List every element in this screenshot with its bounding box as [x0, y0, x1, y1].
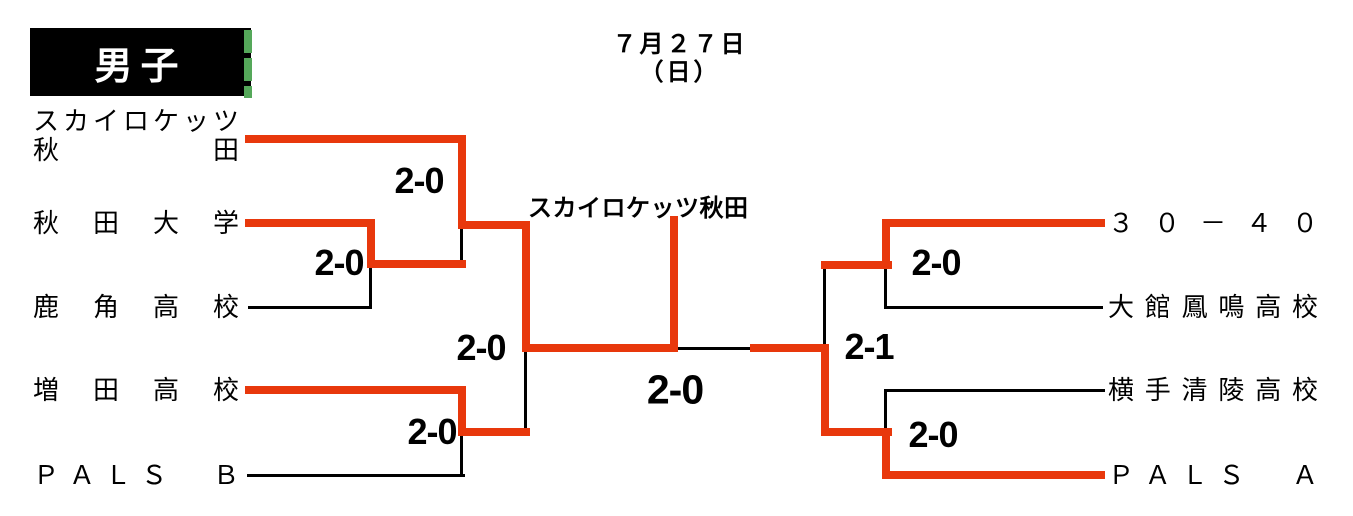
- winner-path-right-finalist: [750, 344, 829, 352]
- category-badge: 男子: [30, 28, 251, 96]
- day-label: （日）: [639, 59, 721, 86]
- winner-path-champion-drop: [670, 216, 678, 352]
- score-left-semifinal: 2-0: [456, 327, 506, 368]
- score-right-quarter-bottom: 2-0: [908, 414, 958, 455]
- team-label-masuda-hs: 増田高校: [33, 375, 239, 405]
- winner-path-right-quarter-bottom-exit: [821, 428, 892, 436]
- winner-path-30-40-line: [882, 219, 1105, 227]
- date-block: ７月２７日 （日）: [555, 31, 805, 87]
- winner-path-right-quarter-top-drop: [882, 219, 890, 269]
- bracket-line-odate-homei: [886, 306, 1103, 309]
- winner-path-masuda-line: [245, 386, 466, 394]
- team-label-30-40: ３０－４０: [1108, 208, 1318, 238]
- score-right-quarter-top: 2-0: [911, 242, 961, 283]
- team-label-odate-homei-hs: 大館鳳鳴高校: [1108, 292, 1318, 322]
- winner-path-right-quarter-top-exit: [821, 261, 892, 269]
- green-dashed-line: [244, 30, 252, 98]
- score-left-first-round: 2-0: [314, 242, 364, 283]
- bracket-line-kazuno: [248, 306, 371, 309]
- team-label-pals-b: ＰＡＬＳ Ｂ: [33, 460, 239, 490]
- score-left-quarter-bottom: 2-0: [407, 411, 457, 452]
- team-label-skyrockets-akita: スカイロケッツ秋田: [33, 106, 239, 165]
- team-label-pals-a: ＰＡＬＳ Ａ: [1108, 460, 1318, 490]
- score-right-semifinal: 2-1: [844, 326, 894, 367]
- bracket-line-yokote-seiryo: [886, 389, 1105, 392]
- winner-path-left-first-round-drop: [367, 219, 375, 268]
- winner-path-left-quarter-bottom-drop: [458, 386, 466, 436]
- winner-path-right-semifinal-rise: [821, 344, 829, 436]
- winner-path-skyrockets-line: [245, 135, 466, 143]
- winner-path-akita-univ-line: [245, 219, 373, 227]
- winner-path-pals-a-line: [882, 471, 1105, 479]
- score-final: 2-0: [646, 366, 704, 413]
- team-label-yokote-seiryo-hs: 横手清陵高校: [1108, 375, 1318, 405]
- team-label-kazuno-hs: 鹿角高校: [33, 292, 239, 322]
- champion-name-label: スカイロケッツ秋田: [528, 195, 749, 222]
- winner-path-left-semifinal-drop: [522, 221, 530, 352]
- category-label: 男子: [94, 45, 187, 88]
- date-label: ７月２７日: [612, 31, 748, 58]
- winner-path-left-finalist: [522, 344, 678, 352]
- score-left-quarter-top: 2-0: [394, 160, 444, 201]
- team-label-akita-univ: 秋田大学: [33, 208, 239, 238]
- winner-path-right-quarter-bottom-rise: [882, 428, 890, 479]
- winner-path-left-quarter-top-drop: [458, 135, 466, 229]
- winner-path-left-quarter-bottom-exit: [458, 428, 530, 436]
- winner-path-left-first-round-exit: [367, 260, 466, 268]
- bracket-line-pals-b: [247, 474, 465, 477]
- bracket-line-final-middle: [678, 347, 750, 350]
- winner-path-left-quarter-top-exit: [458, 221, 530, 229]
